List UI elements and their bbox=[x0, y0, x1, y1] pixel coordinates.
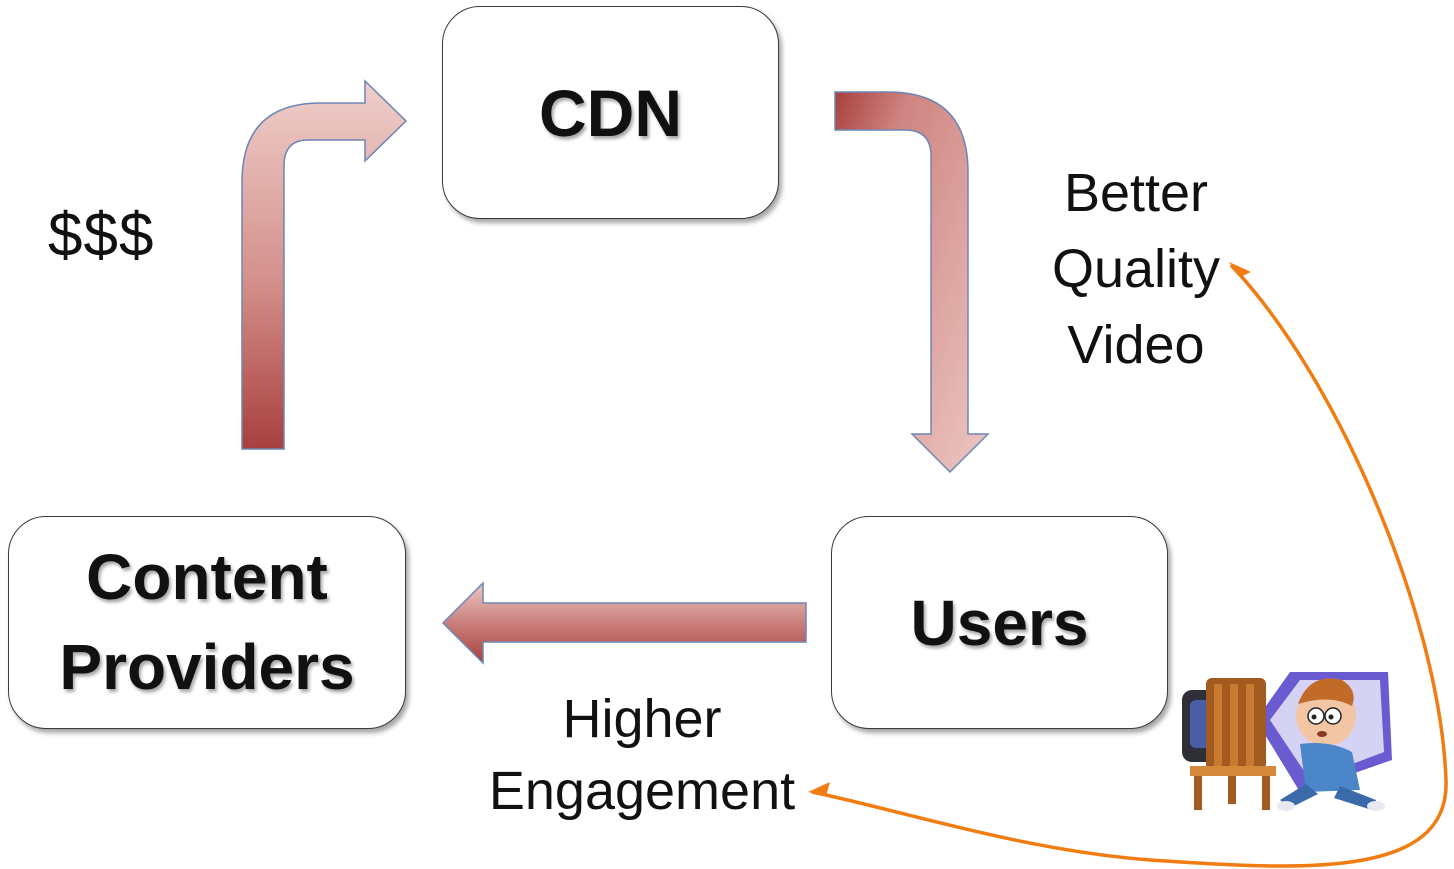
better-quality-video-line-2: Quality bbox=[1051, 239, 1221, 299]
higher-engagement-label: Higher Engagement bbox=[462, 683, 822, 827]
higher-engagement-line-2: Engagement bbox=[488, 761, 796, 821]
content-providers-node: Content Providers bbox=[8, 516, 406, 729]
arrow-providers-to-cdn bbox=[241, 79, 408, 450]
cdn-node-label: CDN bbox=[539, 75, 682, 150]
better-quality-video-label: Better Quality Video bbox=[1020, 155, 1252, 383]
arrow-users-to-providers bbox=[441, 581, 807, 665]
feedback-arrowhead-top bbox=[1229, 262, 1251, 277]
higher-engagement-line-1: Higher bbox=[562, 689, 722, 749]
child-watching-tv-illustration bbox=[1182, 672, 1392, 811]
feedback-arrowhead-bottom bbox=[808, 782, 830, 796]
money-label: $$$ bbox=[48, 201, 155, 270]
users-node: Users bbox=[831, 516, 1168, 729]
feedback-curve bbox=[811, 263, 1448, 868]
better-quality-video-line-3: Video bbox=[1067, 315, 1205, 375]
users-node-label: Users bbox=[910, 586, 1089, 659]
cdn-node: CDN bbox=[442, 6, 779, 219]
content-providers-label-line-1: Content bbox=[86, 540, 328, 613]
better-quality-video-line-1: Better bbox=[1063, 163, 1209, 223]
content-providers-label-line-2: Providers bbox=[59, 630, 355, 703]
arrow-cdn-to-users bbox=[834, 91, 990, 474]
